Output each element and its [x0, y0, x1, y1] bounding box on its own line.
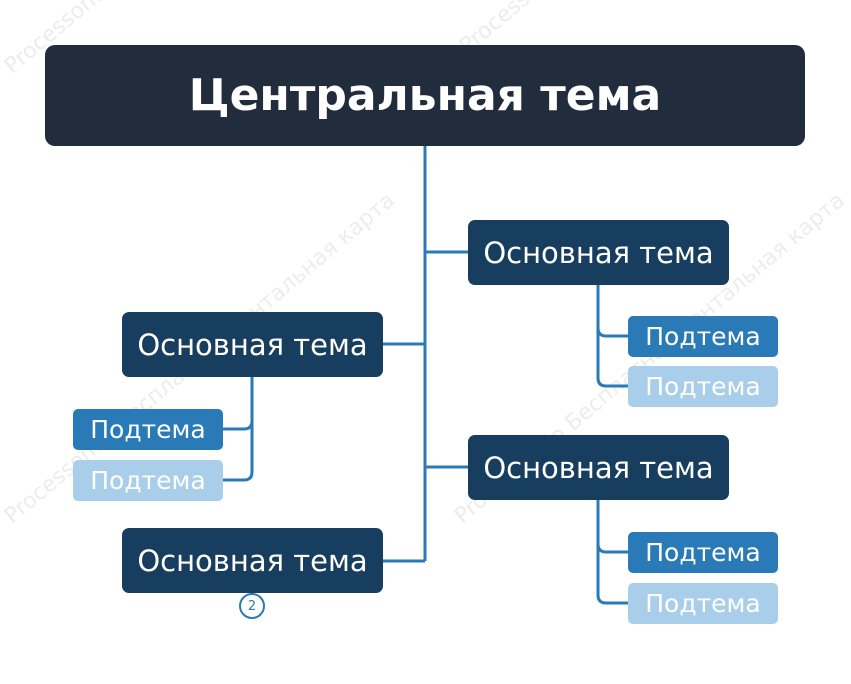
connector-sub	[596, 499, 628, 554]
connector-sub	[596, 320, 628, 388]
central-topic[interactable]: Центральная тема	[45, 45, 805, 146]
main-topic-left-top[interactable]: Основная тема	[122, 312, 383, 377]
subtopic[interactable]: Подтема	[73, 460, 223, 501]
main-topic-right-top[interactable]: Основная тема	[468, 220, 729, 285]
subtopic[interactable]: Подтема	[73, 409, 223, 450]
connector-sub	[596, 284, 628, 338]
connector-sub	[222, 377, 254, 431]
collapsed-count-badge[interactable]: 2	[239, 593, 265, 619]
subtopic[interactable]: Подтема	[628, 316, 778, 357]
subtopic[interactable]: Подтема	[628, 532, 778, 573]
main-topic-right-bottom[interactable]: Основная тема	[468, 435, 729, 500]
subtopic[interactable]: Подтема	[628, 366, 778, 407]
connector-sub	[596, 536, 628, 605]
main-topic-left-bottom[interactable]: Основная тема	[122, 528, 383, 593]
connector-sub	[222, 413, 254, 482]
subtopic[interactable]: Подтема	[628, 583, 778, 624]
